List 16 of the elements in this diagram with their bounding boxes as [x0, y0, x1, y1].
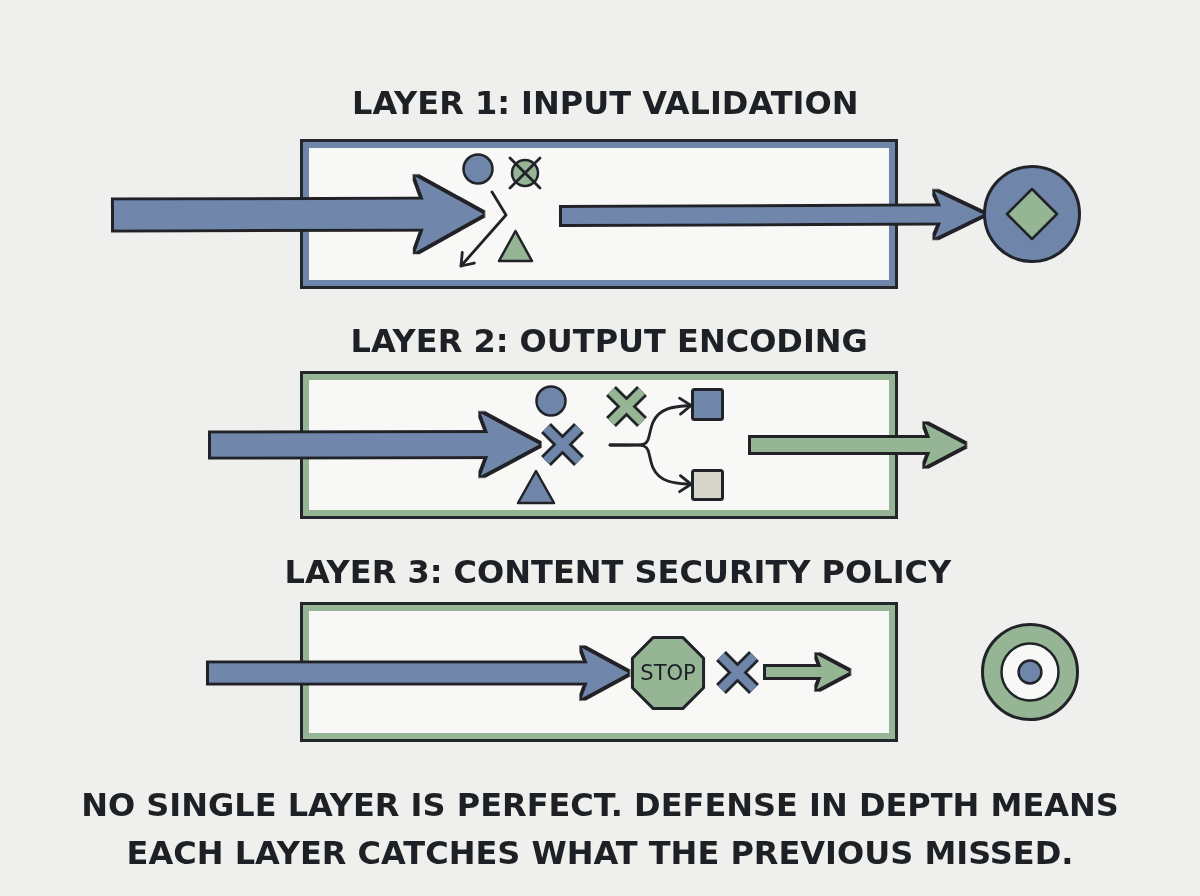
target-circle [981, 623, 1079, 721]
arrow [608, 443, 693, 494]
block-arrow [561, 191, 984, 238]
caption-text: NO SINGLE LAYER IS PERFECT. DEFENSE IN DEPTH MEANS EACH LAYER CATCHES WHAT THE PREVIOUS MISSED. [80, 785, 1120, 874]
layer-heading: LAYER 3: CONTENT SECURITY POLICY [284, 554, 952, 590]
square-marker [691, 388, 724, 421]
layer-heading: LAYER 1: INPUT VALIDATION [352, 85, 859, 121]
sign-label: STOP [640, 661, 696, 685]
stop-sign [628, 633, 708, 713]
block-arrow [113, 176, 484, 252]
cross-mark [539, 421, 586, 468]
block-arrow [211, 413, 540, 476]
square-marker [691, 469, 724, 501]
output-circle [983, 165, 1081, 263]
layer-heading: LAYER 2: OUTPUT ENCODING [350, 323, 868, 359]
block-arrow [209, 648, 628, 698]
